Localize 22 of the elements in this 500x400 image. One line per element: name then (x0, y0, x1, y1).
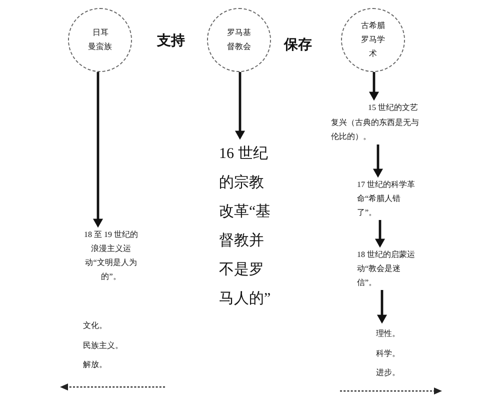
arrow (235, 72, 245, 140)
list-item: 进步。 (376, 367, 401, 379)
arrow (377, 290, 387, 324)
list-item: 理性。 (376, 328, 401, 340)
relation-label: 支持 (157, 32, 185, 51)
list-item: 民族主义。 (83, 340, 123, 352)
arrow (93, 72, 103, 228)
arrow (369, 72, 379, 101)
arrow (375, 220, 385, 248)
event-text: 18 世纪的启蒙运动“教会是迷信”。 (357, 248, 419, 290)
list-item: 文化。 (83, 320, 107, 332)
event-text: 16 世纪的宗教改革“基督教并不是罗马人的” (219, 140, 271, 314)
list-item: 科学。 (376, 348, 401, 360)
arrow (373, 144, 383, 178)
event-text: 17 世纪的科学革命“希腊人错了”。 (357, 178, 419, 220)
list-item: 解放。 (83, 359, 107, 371)
circle-label: 日耳曼蛮族 (88, 27, 112, 53)
relation-label: 保存 (284, 36, 312, 55)
circle-label: 古希腊罗马学术 (361, 20, 385, 60)
event-text: 18 至 19 世纪的浪漫主义运动“文明是人为的”。 (83, 228, 139, 284)
event-text: 15 世纪的文艺复兴（古典的东西是无与伦比的）。 (331, 101, 423, 144)
circle-label: 罗马基督教会 (227, 27, 251, 53)
